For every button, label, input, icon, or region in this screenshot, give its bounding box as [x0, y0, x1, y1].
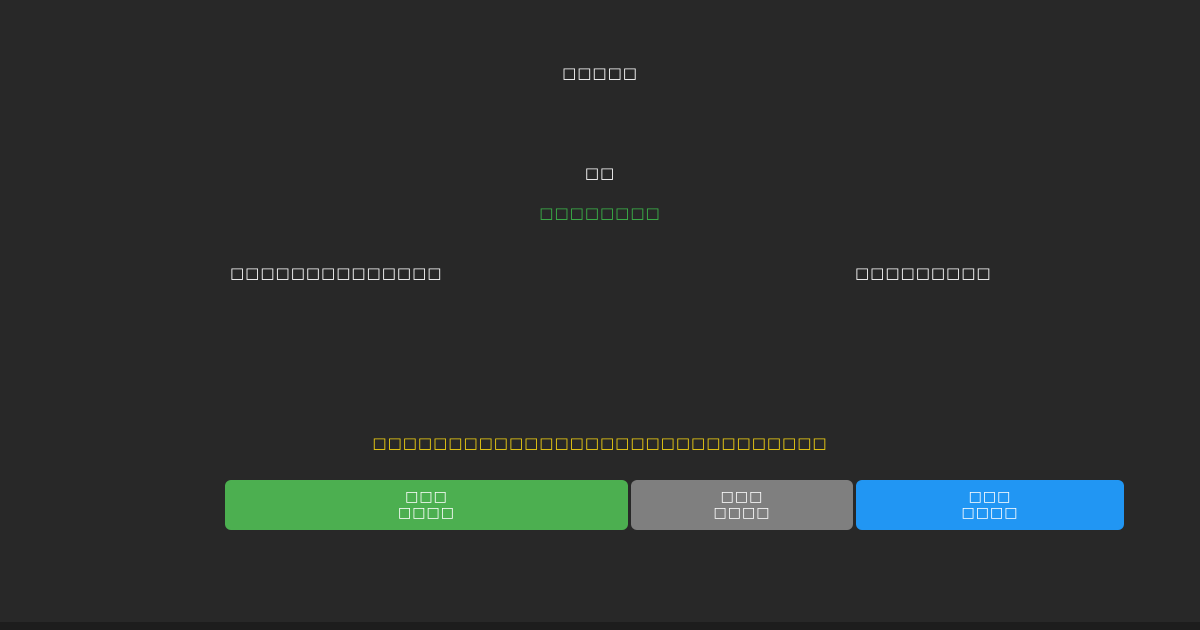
bottom-edge-bar [0, 622, 1200, 630]
page-title: □□□□□ [562, 64, 638, 82]
gray-action-button-line1: □□□ [720, 489, 764, 505]
action-buttons-row: □□□ □□□□ □□□ □□□□ □□□ □□□□ [225, 480, 1124, 530]
gray-action-button-line2: □□□□ [713, 505, 771, 521]
warning-text: □□□□□□□□□□□□□□□□□□□□□□□□□□□□□□ [372, 434, 828, 452]
blue-action-button-line1: □□□ [968, 489, 1012, 505]
blue-action-button-line2: □□□□ [961, 505, 1019, 521]
green-action-button-line2: □□□□ [398, 505, 455, 521]
gray-action-button[interactable]: □□□ □□□□ [631, 480, 853, 530]
green-action-button[interactable]: □□□ □□□□ [225, 480, 628, 530]
green-action-button-line1: □□□ [405, 489, 448, 505]
green-link[interactable]: □□□□□□□□ [539, 204, 661, 222]
blue-action-button[interactable]: □□□ □□□□ [856, 480, 1124, 530]
section-heading: □□ [584, 164, 616, 182]
right-info-label: □□□□□□□□□ [855, 264, 992, 282]
left-info-label: □□□□□□□□□□□□□□ [230, 264, 443, 282]
